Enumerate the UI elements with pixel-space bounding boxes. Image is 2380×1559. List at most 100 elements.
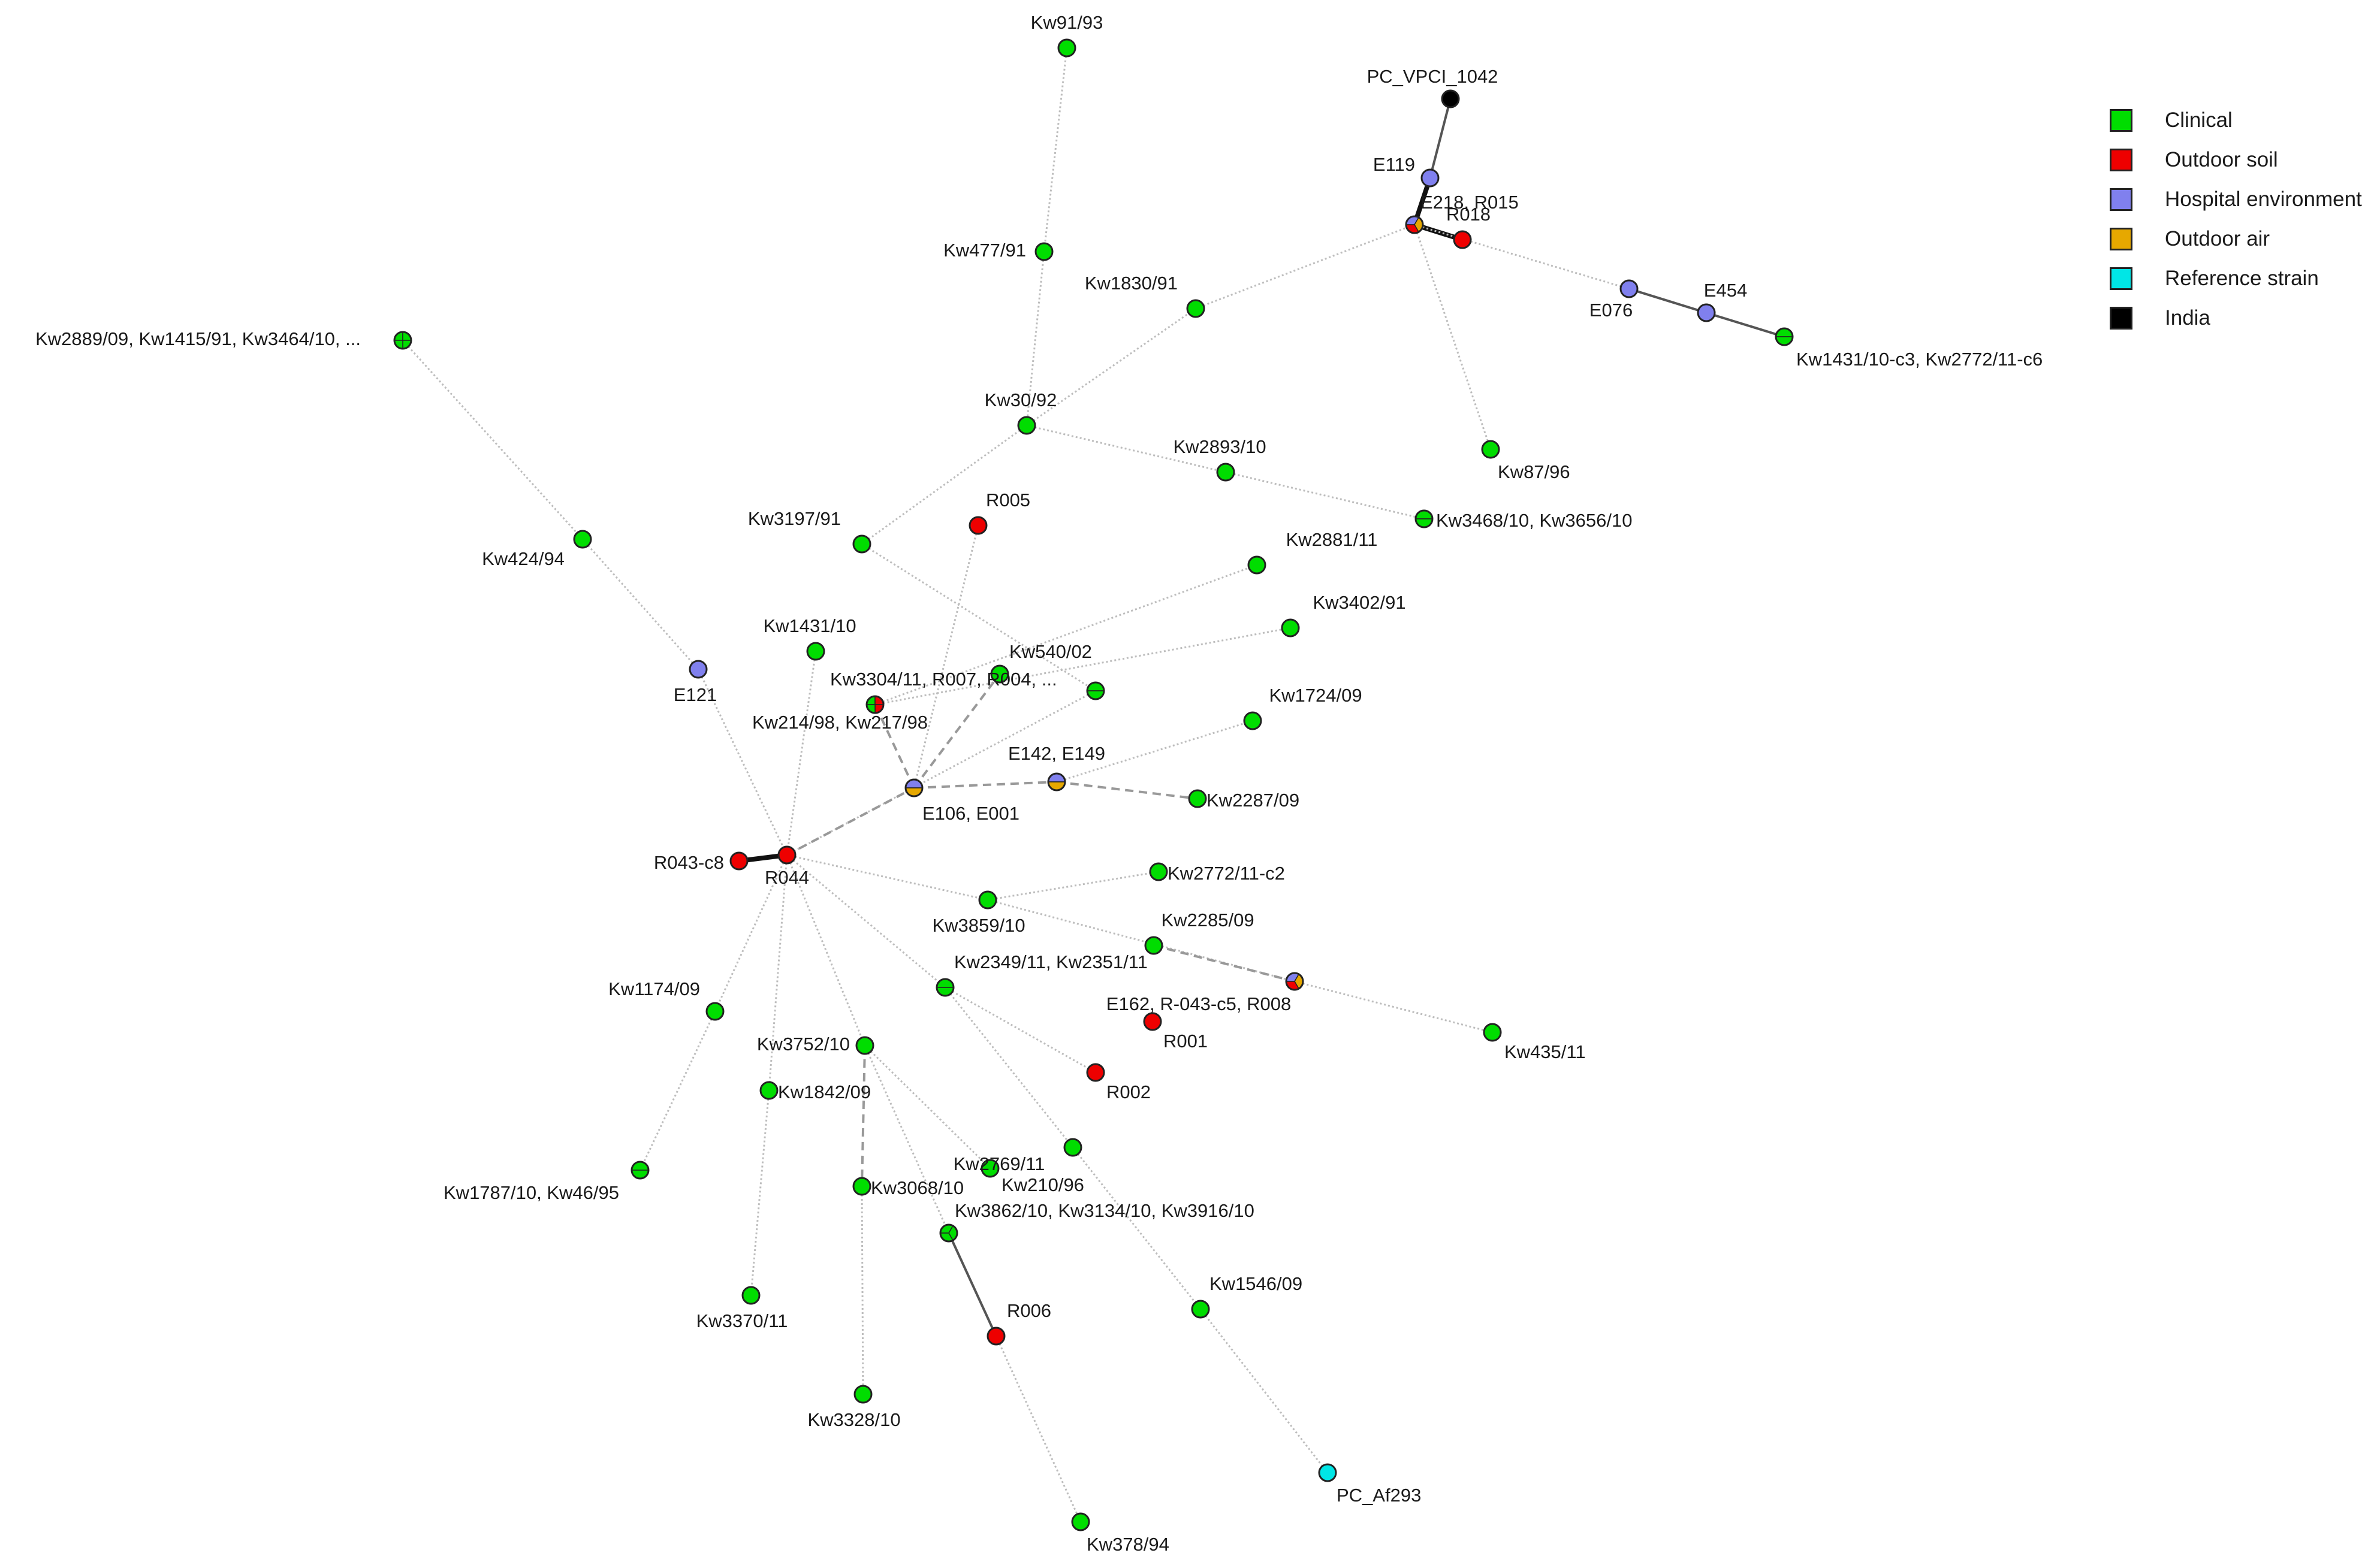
clinical-swatch	[2110, 109, 2132, 132]
edge-kw3752-10-kw2769-11	[864, 1044, 991, 1170]
node-slice	[761, 1082, 777, 1099]
node-outline	[852, 534, 871, 554]
node-outline	[1453, 230, 1472, 249]
edge-kw3304-kw2881-11	[874, 564, 1257, 706]
node-slice	[1018, 417, 1035, 434]
node-outline	[689, 660, 708, 679]
edge-kw1842-09-kw3370-11	[750, 1090, 770, 1296]
node-kw87-96	[1481, 440, 1500, 459]
node-label-kw540-02: Kw540/02	[1009, 641, 1092, 662]
node-outline	[1057, 38, 1076, 58]
node-kw1724-09	[1243, 711, 1262, 730]
node-label-r006: R006	[1007, 1300, 1051, 1321]
node-r001	[1143, 1012, 1162, 1031]
node-slice	[1145, 937, 1162, 954]
node-slice	[853, 1178, 870, 1195]
node-outline	[393, 331, 412, 350]
node-slice	[707, 1003, 723, 1020]
node-label-kw1724-09: Kw1724/09	[1269, 685, 1362, 706]
node-slice	[982, 1160, 999, 1177]
node-label-kw378-94: Kw378/94	[1087, 1534, 1169, 1555]
node-outline	[1017, 416, 1036, 435]
node-outline	[729, 851, 749, 871]
node-slice	[1192, 1301, 1209, 1318]
legend-item-outdoor-soil: Outdoor soil	[2110, 140, 2362, 180]
edge-pc-vpci-e119	[1429, 98, 1452, 179]
edge-e121-r044	[697, 669, 788, 856]
node-label-kw3862: Kw3862/10, Kw3134/10, Kw3916/10	[955, 1200, 1254, 1221]
edge-r044-kw1842-09	[768, 854, 788, 1091]
node-label-kw3304: Kw3304/11, R007, R004, ...	[830, 669, 1057, 690]
node-outline	[1086, 1063, 1105, 1082]
node-label-e454: E454	[1704, 280, 1747, 301]
legend: Clinical Outdoor soil Hospital environme…	[2110, 101, 2362, 338]
node-label-kw2349: Kw2349/11, Kw2351/11	[954, 951, 1148, 972]
node-slice	[1072, 1513, 1089, 1530]
node-outline	[1285, 972, 1304, 991]
node-kw435-11	[1483, 1023, 1502, 1042]
node-slice	[1282, 620, 1299, 636]
node-label-pc-vpci: PC_VPCI_1042	[1367, 66, 1498, 87]
node-label-r043-c8: R043-c8	[654, 852, 724, 873]
node-outline	[1188, 789, 1207, 808]
node-slice	[1319, 1464, 1336, 1481]
node-kw2893-10	[1216, 463, 1235, 482]
india-swatch	[2110, 307, 2132, 330]
node-e162	[1285, 972, 1304, 991]
node-outline	[987, 1327, 1006, 1346]
node-label-kw1830-91: Kw1830/91	[1085, 273, 1178, 294]
node-label-kw2881-11: Kw2881/11	[1286, 529, 1378, 550]
legend-item-india: India	[2110, 298, 2362, 338]
node-label-kw477-91: Kw477/91	[943, 240, 1026, 261]
edge-kw210-96-kw1546-09	[1072, 1147, 1202, 1310]
nodes-layer	[393, 38, 1794, 1531]
node-label-r002: R002	[1106, 1081, 1151, 1102]
node-outline	[631, 1161, 650, 1180]
node-r002	[1086, 1063, 1105, 1082]
node-label-e142: E142, E149	[1008, 743, 1105, 764]
node-label-r005: R005	[986, 490, 1030, 510]
edge-e162-kw435-11	[1294, 980, 1493, 1034]
node-label-kw3328-10: Kw3328/10	[807, 1409, 900, 1430]
node-outline	[1071, 1512, 1090, 1531]
node-label-kw3402-91: Kw3402/91	[1313, 592, 1405, 613]
node-outline	[1483, 1023, 1502, 1042]
node-r018	[1453, 230, 1472, 249]
node-label-e119: E119	[1373, 154, 1415, 175]
node-outline	[1216, 463, 1235, 482]
node-outline	[1186, 299, 1205, 318]
edge-kw3862-r006	[948, 1232, 997, 1337]
edge-r044-e106	[786, 787, 915, 856]
edge-e106-kw540-02	[913, 673, 1001, 789]
node-kw2769-11	[981, 1159, 1000, 1178]
node-outline	[855, 1036, 874, 1055]
node-outline	[1034, 242, 1054, 261]
node-label-kw2285-09: Kw2285/09	[1161, 910, 1254, 930]
node-outline	[990, 664, 1009, 684]
node-label-kw214: Kw214/98, Kw217/98	[752, 712, 928, 733]
node-outline	[1047, 772, 1066, 791]
node-outline	[1318, 1463, 1337, 1482]
node-kw2285-09	[1144, 936, 1163, 955]
node-kw1431-10	[806, 642, 825, 661]
node-kw2349	[936, 978, 955, 997]
node-slice	[1482, 441, 1499, 458]
node-outline	[939, 1223, 958, 1243]
node-label-kw210-96: Kw210/96	[1002, 1174, 1084, 1195]
node-kw3068-10	[852, 1177, 871, 1196]
node-kw214	[1086, 681, 1105, 700]
node-label-kw435-11: Kw435/11	[1504, 1041, 1586, 1062]
node-slice	[574, 531, 591, 548]
node-outline	[1144, 936, 1163, 955]
node-label-e218: E218, R015	[1420, 192, 1519, 213]
edge-kw91-93-kw477-91	[1043, 47, 1068, 252]
node-kw1431c3	[1775, 327, 1794, 346]
node-outline	[1243, 711, 1262, 730]
node-label-kw3370-11: Kw3370/11	[696, 1310, 788, 1331]
node-r006	[987, 1327, 1006, 1346]
node-slice	[1150, 863, 1167, 880]
node-e076	[1619, 279, 1639, 298]
node-outline	[1149, 862, 1168, 881]
node-e218	[1405, 215, 1424, 234]
edge-r044-kw1174-09	[714, 854, 788, 1012]
